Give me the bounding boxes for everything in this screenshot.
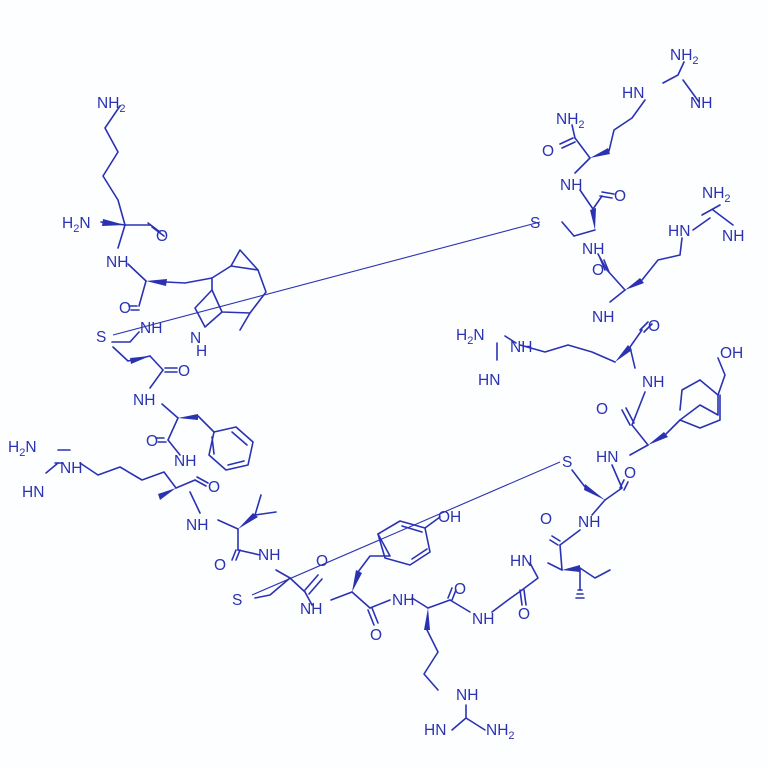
cys3-amide-nh-label: NH	[578, 514, 600, 531]
arg-right-upper-carbonyl-oxygen-label: O	[592, 262, 604, 279]
arg-right-middle-guanidine-nh-label: NH	[510, 339, 532, 356]
arg-left-guanidine-nh2-label: H2N	[8, 439, 37, 459]
arginine-residue-bottom	[411, 587, 486, 731]
arg-right-middle-amide-nh-label: NH	[642, 374, 664, 391]
disulfide-link-upper	[112, 221, 541, 336]
lys-carbonyl-oxygen-label: O	[156, 228, 168, 245]
arg-bottom-guanidine-nh2-label: NH2	[486, 722, 515, 742]
arg-right-middle-carbonyl-oxygen-label: O	[648, 318, 660, 335]
gly-carbonyl-oxygen-label: O	[518, 606, 530, 623]
cys2-carbonyl-oxygen-label: O	[316, 553, 328, 570]
c-terminal-amide-nh2-label: NH2	[556, 111, 585, 131]
val-carbonyl-oxygen-label: O	[214, 557, 226, 574]
indole-h-label: H	[196, 343, 207, 360]
ile-carbonyl-oxygen-label: O	[540, 511, 552, 528]
indole-nh-label: N	[190, 330, 201, 347]
cys1-sulfur-label: S	[96, 329, 106, 346]
cys2-amide-nh-label: NH	[258, 547, 280, 564]
arg-left-imine-label: HN	[22, 484, 44, 501]
tyrosine-residue-right	[621, 357, 726, 456]
tyr-lower-hydroxyl-label: OH	[438, 509, 461, 526]
tyr-right-carbonyl-oxygen-label: O	[596, 401, 608, 418]
arg-right-upper-amide-nh-label: NH	[592, 309, 614, 326]
arg-right-middle-imine-label: HN	[478, 372, 500, 389]
arginine-residue-right-middle	[496, 321, 653, 369]
cys3-carbonyl-oxygen-label: O	[624, 465, 636, 482]
arg-right-upper-imine-label: NH	[722, 228, 744, 245]
arginine-residue-right-upper	[597, 204, 734, 303]
arg-left-carbonyl-oxygen-label: O	[208, 479, 220, 496]
tyr-right-amide-nh-label: HN	[596, 449, 618, 466]
lys-side-chain-amine-label: NH2	[97, 95, 126, 115]
arg-right-upper-guanidine-hn-label: HN	[668, 223, 690, 240]
arg-right-middle-guanidine-nh2-label: H2N	[456, 327, 485, 347]
cys4-sulfur-label: S	[530, 215, 540, 232]
arg-c-term-guanidine-hn-label: HN	[622, 85, 644, 102]
glycine-residue	[491, 562, 539, 613]
n-terminal-amine-label: H2N	[62, 215, 91, 235]
cysteine-residue-4	[561, 189, 615, 237]
cysteine-residue-1	[111, 331, 178, 389]
trp-amide-nh-label: NH	[106, 254, 128, 271]
cys1-amide-nh-label: NH	[140, 320, 162, 337]
lysine-residue	[100, 105, 165, 249]
arg-right-upper-guanidine-nh2-label: NH2	[702, 185, 731, 205]
arg-bottom-amide-nh-label: NH	[392, 592, 414, 609]
arg-left-amide-nh-label: NH	[174, 453, 196, 470]
trp-carbonyl-oxygen-label: O	[119, 300, 131, 317]
tryptophan-residue	[127, 249, 267, 331]
cysteine-residue-2	[254, 569, 323, 606]
cys4-carbonyl-oxygen-label: O	[614, 188, 626, 205]
valine-residue	[217, 494, 277, 561]
tyr-lower-carbonyl-oxygen-label: O	[370, 627, 382, 644]
arg-c-term-imine-label: NH	[690, 95, 712, 112]
disulfide-link-lower	[251, 461, 561, 596]
cysteine-residue-3	[571, 464, 629, 516]
arginine-c-terminal-amide	[559, 61, 700, 174]
arg-bottom-imine-label: HN	[424, 722, 446, 739]
phenylalanine-residue	[155, 403, 254, 471]
arg-c-term-guanidine-nh2-label: NH2	[670, 47, 699, 67]
cys2-sulfur-label: S	[232, 592, 242, 609]
cys1-carbonyl-oxygen-label: O	[178, 363, 190, 380]
cys3-sulfur-label: S	[562, 454, 572, 471]
cys4-amide-nh-label: NH	[582, 241, 604, 258]
tyrosine-residue-lower	[330, 516, 441, 626]
arg-bottom-carbonyl-oxygen-label: O	[454, 581, 466, 598]
tyr-lower-amide-nh-label: NH	[300, 601, 322, 618]
c-terminal-carbonyl-oxygen-label: O	[542, 143, 554, 160]
ile-amide-nh-label: HN	[510, 553, 532, 570]
val-amide-nh-label: NH	[186, 517, 208, 534]
gly-amide-nh-label: NH	[472, 611, 494, 628]
arg-left-guanidine-nh-label: NH	[60, 460, 82, 477]
phe-carbonyl-oxygen-label: O	[146, 433, 158, 450]
isoleucine-residue	[547, 529, 611, 599]
phe-amide-nh-label: NH	[133, 392, 155, 409]
arg-c-term-amide-nh-label: NH	[560, 177, 582, 194]
arginine-residue-left	[45, 449, 209, 514]
tyr-right-hydroxyl-label: OH	[720, 345, 743, 362]
arg-bottom-guanidine-nh-label: NH	[456, 687, 478, 704]
